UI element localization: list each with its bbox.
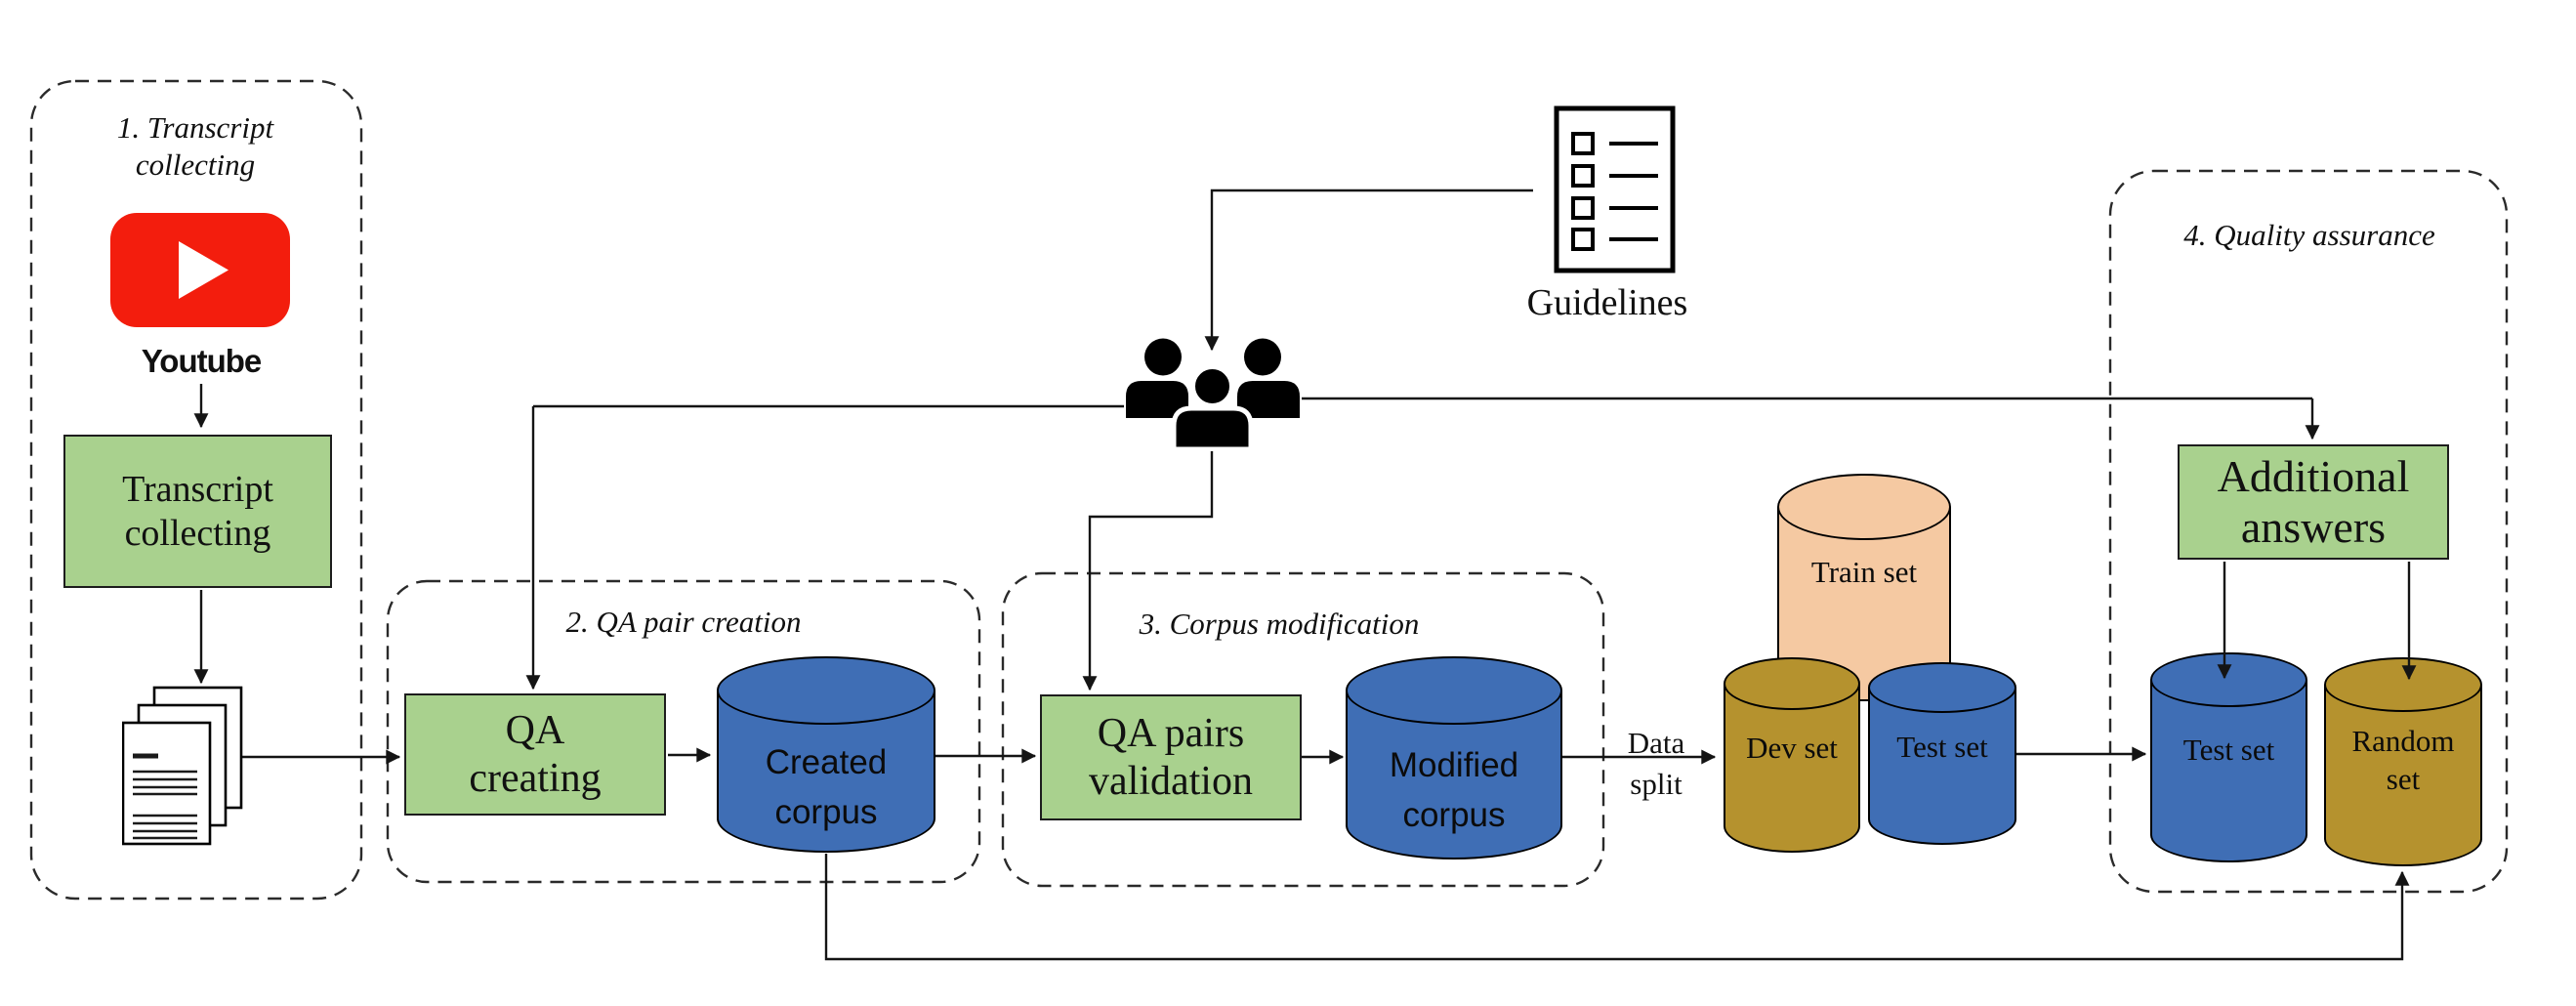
- youtube-logo: [110, 213, 290, 327]
- stage4-title: 4. Quality assurance: [2183, 218, 2435, 252]
- stage3-title: 3. Corpus modification: [1139, 607, 1420, 641]
- youtube-label: Youtube: [141, 343, 263, 379]
- person-right-body: [1237, 381, 1300, 418]
- quality-test-set-cylinder: Test set: [2150, 652, 2307, 862]
- modified-corpus-cylinder: Modified corpus: [1346, 656, 1562, 859]
- random-set-label: Random set: [2351, 724, 2455, 797]
- created-corpus-label: Created corpus: [765, 742, 888, 831]
- documents-icon: [121, 686, 243, 846]
- train-set-label: Train set: [1810, 554, 1918, 589]
- qa-pairs-validation-box: QA pairs validation: [1040, 694, 1302, 820]
- arrow-people-to-qa-validation: [1082, 449, 1214, 692]
- guidelines-icon: [1554, 105, 1676, 273]
- person-left-head: [1144, 338, 1182, 376]
- arrow-created-corpus-to-random-set: [824, 854, 2410, 961]
- guidelines-label: Guidelines: [1526, 282, 1688, 323]
- arrow-guidelines-to-people: [1204, 189, 1533, 352]
- transcript-collecting-box: Transcript collecting: [63, 435, 332, 588]
- person-left-body: [1126, 381, 1188, 418]
- quality-test-set-label: Test set: [2182, 732, 2275, 767]
- stage2-outline: [386, 579, 981, 884]
- additional-answers-box: Additional answers: [2178, 444, 2449, 560]
- person-right-head: [1244, 338, 1281, 376]
- test-set-label: Test set: [1896, 730, 1988, 765]
- person-center-body: [1171, 405, 1254, 452]
- random-set-cylinder: Random set: [2324, 657, 2482, 866]
- stage1-title: 1. Transcript collecting: [116, 110, 274, 182]
- people-icon: [1124, 334, 1302, 452]
- data-split-label: Data split: [1627, 726, 1685, 801]
- dev-set-label: Dev set: [1746, 731, 1838, 766]
- modified-corpus-label: Modified corpus: [1389, 746, 1519, 834]
- test-set-cylinder: Test set: [1868, 662, 2016, 845]
- qa-creating-box: QA creating: [404, 693, 666, 816]
- created-corpus-cylinder: Created corpus: [717, 656, 935, 853]
- stage1-outline: [29, 79, 363, 901]
- stage2-title: 2. QA pair creation: [565, 605, 802, 639]
- stage3-outline: [1001, 571, 1605, 888]
- youtube-play-icon: [179, 241, 229, 299]
- dev-set-cylinder: Dev set: [1724, 657, 1860, 853]
